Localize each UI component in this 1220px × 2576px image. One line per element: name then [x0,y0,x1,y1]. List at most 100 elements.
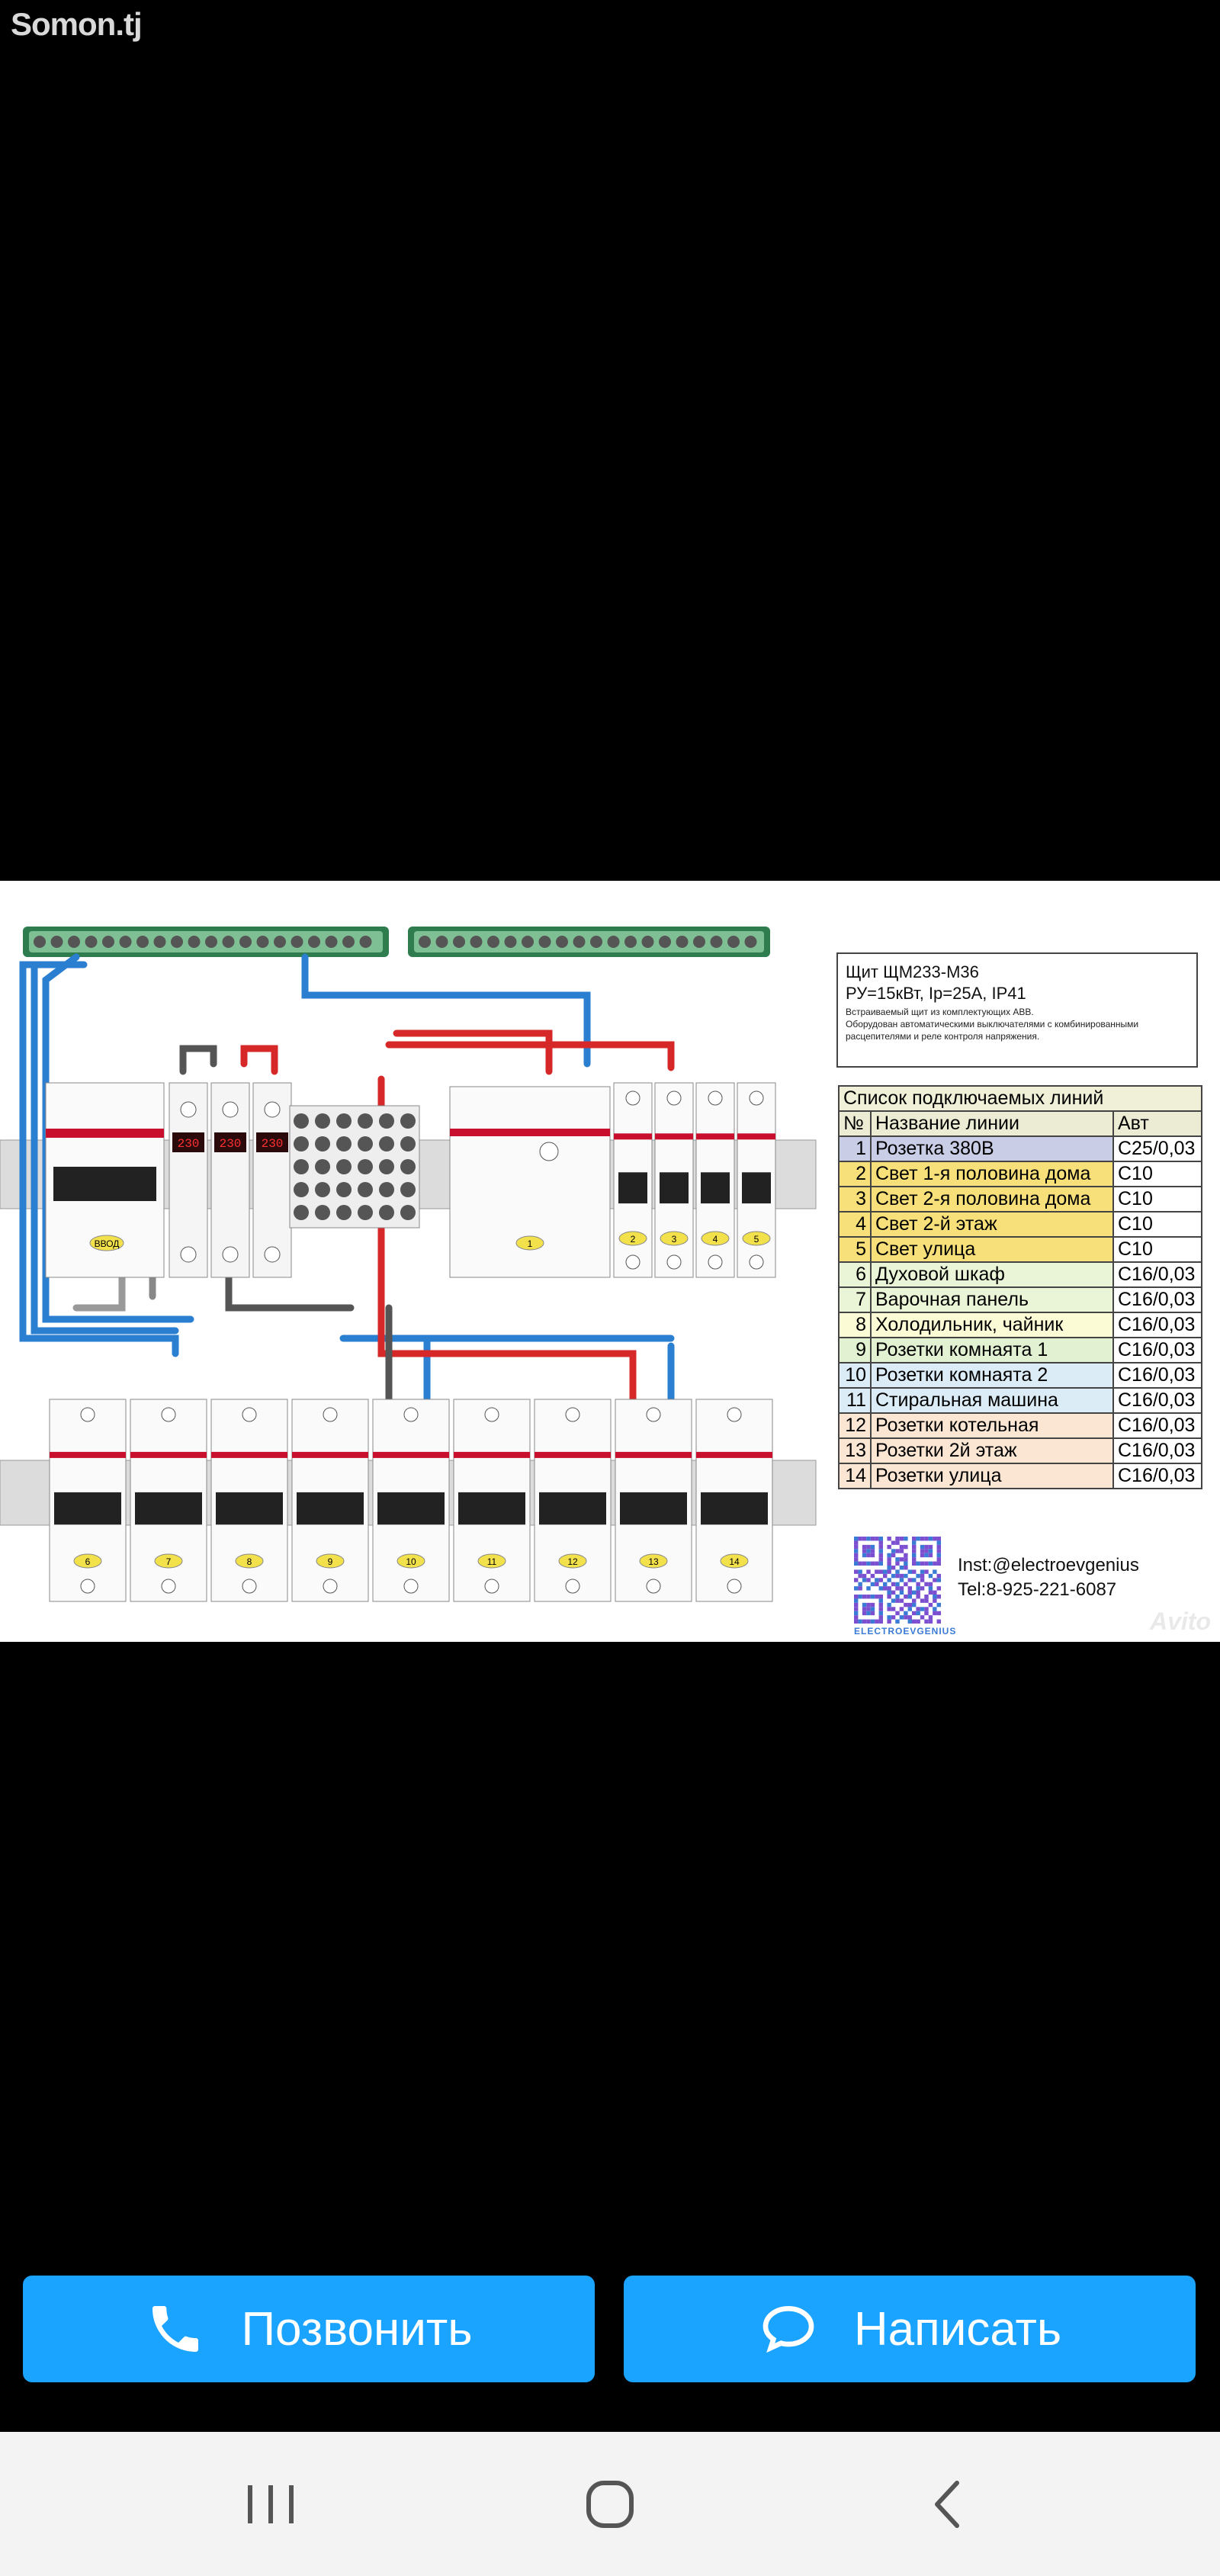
circuit-breaker: 14 [695,1399,773,1602]
circuit-breaker: 7 [130,1399,207,1602]
line-name: Розетки 2й этаж [870,1437,1114,1464]
line-name: Стиральная машина [870,1387,1114,1414]
breaker-rating: С16/0,03 [1112,1261,1202,1288]
col-header-name: Название линии [870,1110,1114,1137]
breaker-rating: С10 [1112,1186,1202,1213]
row-number: 13 [838,1437,872,1464]
line-name: Розетки котельная [870,1412,1114,1439]
circuit-breaker: 8 [210,1399,288,1602]
line-number-tag: 14 [729,1556,740,1567]
qr-code-icon [854,1537,941,1624]
breaker-rating: С25/0,03 [1112,1135,1202,1162]
line-number-tag: 5 [754,1234,759,1245]
line-name: Розетки комнаята 2 [870,1362,1114,1389]
breaker-rating: С16/0,03 [1112,1387,1202,1414]
breaker-rating: С10 [1112,1161,1202,1187]
relay-display: 230 [262,1137,284,1151]
write-button[interactable]: Написать [624,2276,1196,2382]
line-name: Холодильник, чайник [870,1312,1114,1338]
line-number-tag: 7 [166,1556,172,1567]
line-number-tag: 6 [85,1556,91,1567]
phone-icon [152,2306,199,2352]
chat-bubble-icon [762,2305,814,2353]
line-name: Варочная панель [870,1286,1114,1313]
lines-table-caption: Список подключаемых линий [838,1085,1202,1112]
panel-info-box: Щит ЩМ233-М36 РУ=15кВт, Iр=25А, IP41 Вст… [836,952,1198,1068]
line-name: Розетки улица [870,1463,1114,1489]
line-name: Розетки комнаята 1 [870,1337,1114,1363]
line-name: Розетка 380В [870,1135,1114,1162]
line-name: Свет 2-й этаж [870,1211,1114,1238]
call-button-label: Позвонить [241,2302,473,2356]
line-number-tag: 8 [247,1556,252,1567]
circuit-breaker: 6 [49,1399,127,1602]
line-name: Свет улица [870,1236,1114,1263]
breaker-rating: С16/0,03 [1112,1437,1202,1464]
lines-table: Список подключаемых линий № Название лин… [838,1085,1202,1489]
circuit-breaker: 9 [291,1399,369,1602]
avito-watermark: Avito [1150,1608,1211,1635]
col-header-rating: Авт [1112,1110,1202,1137]
write-button-label: Написать [853,2302,1062,2356]
row-number: 6 [838,1261,872,1288]
line-number-tag: 13 [648,1556,659,1567]
breaker-rating: С16/0,03 [1112,1412,1202,1439]
circuit-breaker: 3 [654,1082,694,1278]
line-number-tag: 10 [406,1556,416,1567]
row-number: 4 [838,1211,872,1238]
breaker-rating: С10 [1112,1211,1202,1238]
back-icon[interactable] [904,2470,995,2539]
line-name: Свет 2-я половина дома [870,1186,1114,1213]
system-nav-bar [0,2432,1220,2576]
voltage-relay: 230 [169,1082,208,1278]
row-number: 11 [838,1387,872,1414]
row-number: 14 [838,1463,872,1489]
breaker-rating: С16/0,03 [1112,1286,1202,1313]
col-header-num: № [838,1110,872,1137]
circuit-breaker: 4 [695,1082,735,1278]
circuit-breaker: 13 [615,1399,692,1602]
relay-display: 230 [178,1137,200,1151]
row-number: 5 [838,1236,872,1263]
row-number: 12 [838,1412,872,1439]
panel-desc-2: Оборудован автоматическими выключателями… [846,1019,1139,1029]
panel-title: Щит ЩМ233-М36 [846,962,979,981]
line-number-tag: 9 [328,1556,333,1567]
qr-label: ELECTROEVGENIUS [854,1626,957,1636]
panel-spec: РУ=15кВт, Iр=25А, IP41 [846,984,1026,1003]
row-number: 3 [838,1186,872,1213]
row-number: 10 [838,1362,872,1389]
line-name: Свет 1-я половина дома [870,1161,1114,1187]
row-number: 1 [838,1135,872,1162]
recent-apps-icon[interactable] [225,2470,316,2539]
panel-desc-1: Встраиваемый щит из комплектующих ABB. [846,1007,1034,1017]
call-button[interactable]: Позвонить [23,2276,595,2382]
breaker-rating: С16/0,03 [1112,1337,1202,1363]
breaker-rating: С16/0,03 [1112,1362,1202,1389]
circuit-breaker: 12 [534,1399,612,1602]
voltage-relay: 230 [252,1082,292,1278]
breaker-rating: С16/0,03 [1112,1463,1202,1489]
circuit-breaker: 2 [613,1082,653,1278]
panel-desc-3: расцепителями и реле контроля напряжения… [846,1031,1040,1042]
row-number: 2 [838,1161,872,1187]
relay-display: 230 [220,1137,242,1151]
instagram-handle: Inst:@electroevgenius [958,1555,1139,1575]
circuit-breaker: 10 [372,1399,450,1602]
home-icon[interactable] [564,2470,656,2539]
line-name: Духовой шкаф [870,1261,1114,1288]
